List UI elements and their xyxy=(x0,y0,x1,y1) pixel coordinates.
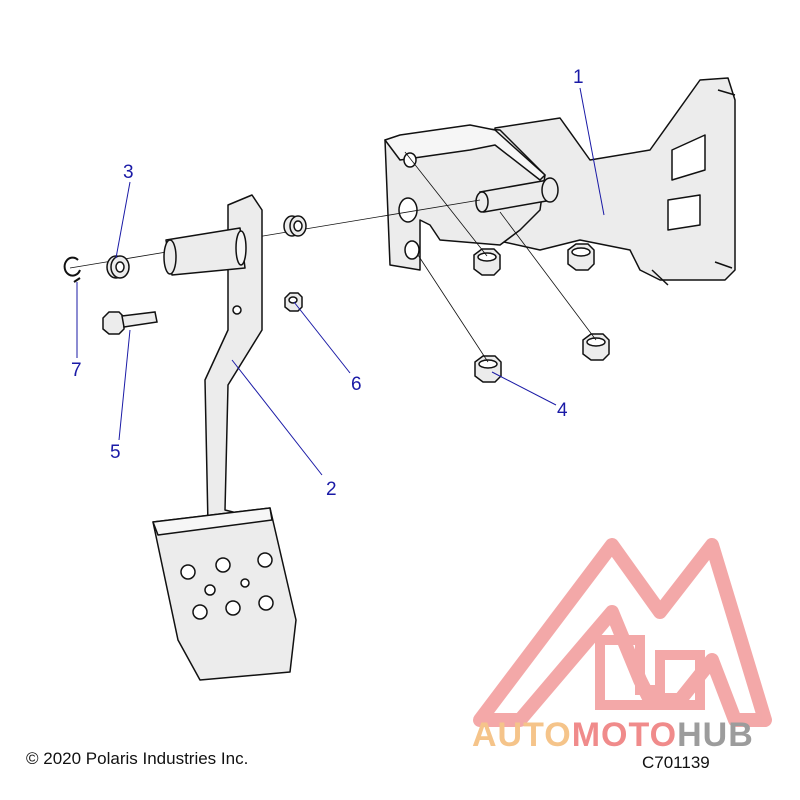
callout-6: 6 xyxy=(351,374,362,395)
pedal-pad xyxy=(152,507,297,681)
nut xyxy=(473,248,501,276)
diagram-part-number: C701139 xyxy=(642,753,710,772)
callout-labels: 1 2 3 4 5 6 7 xyxy=(71,67,584,500)
watermark-part3: HUB xyxy=(677,716,754,754)
watermark-part1: AUTO xyxy=(472,716,572,754)
bushing xyxy=(283,215,307,237)
callout-leaders xyxy=(76,87,605,476)
nut xyxy=(582,333,610,361)
callout-7: 7 xyxy=(71,360,82,381)
assembly-axis-lines xyxy=(69,151,597,363)
pivot-shaft xyxy=(475,177,559,213)
mounting-bracket xyxy=(384,77,736,286)
copyright-notice: © 2020 Polaris Industries Inc. xyxy=(26,749,249,768)
callout-4: 4 xyxy=(557,400,568,421)
pedal-arm xyxy=(163,194,263,526)
callout-3: 3 xyxy=(123,162,134,183)
watermark-part2: MOTO xyxy=(571,716,678,754)
watermark-logo xyxy=(473,538,772,727)
callout-5: 5 xyxy=(110,442,121,463)
bolt xyxy=(102,311,158,335)
nut xyxy=(567,243,595,271)
callout-2: 2 xyxy=(326,479,337,500)
e-clip xyxy=(63,256,81,283)
washer xyxy=(106,255,130,279)
nut-group xyxy=(473,243,610,383)
nut xyxy=(474,355,502,383)
callout-1: 1 xyxy=(573,67,584,88)
watermark-text: AUTOMOTOHUB xyxy=(472,716,754,755)
